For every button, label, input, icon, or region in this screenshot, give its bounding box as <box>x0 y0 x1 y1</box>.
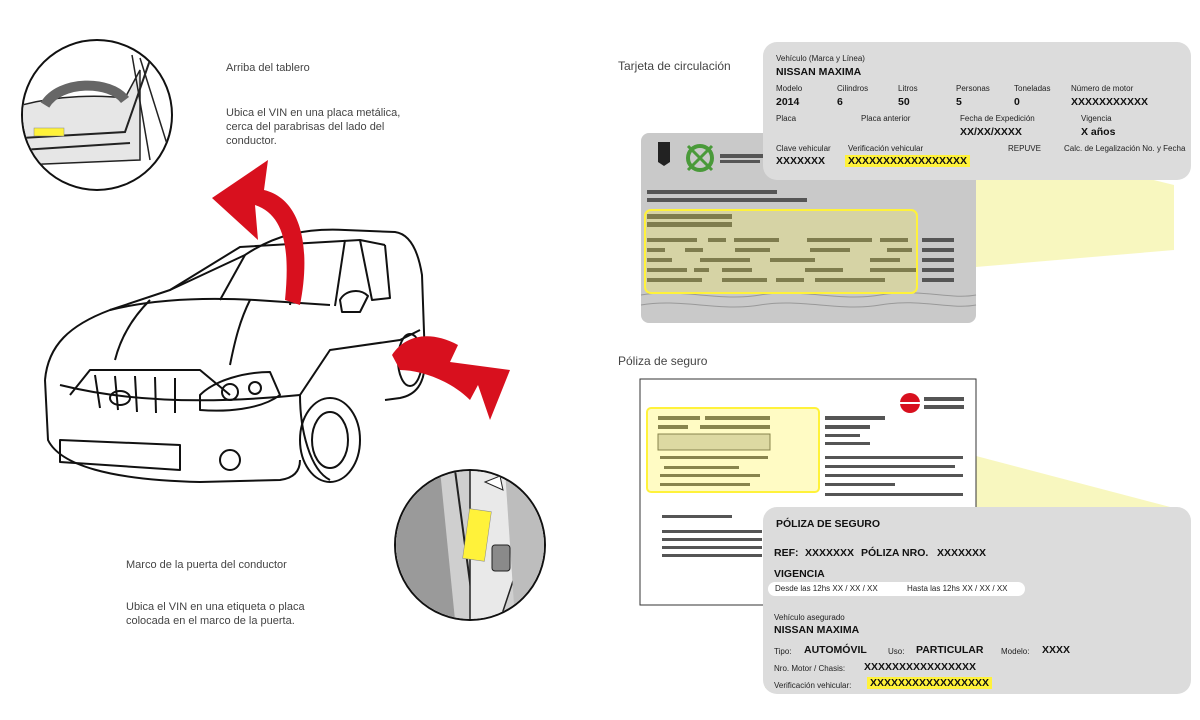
dashboard-title: Arriba del tablero <box>226 62 310 74</box>
shield-icon <box>658 142 670 166</box>
door-detail-circle <box>394 469 546 621</box>
insurance-title: PÓLIZA DE SEGURO <box>776 518 881 530</box>
seal-icon <box>686 144 714 172</box>
vin-plate-dashboard <box>33 127 65 137</box>
registration-card: Vehículo (Marca y Línea) NISSAN MAXIMA M… <box>763 42 1191 180</box>
insurance-card: PÓLIZA DE SEGURO REF: XXXXXXX PÓLIZA NRO… <box>763 507 1191 694</box>
registration-verification-value: XXXXXXXXXXXXXXXXX <box>845 155 971 167</box>
registration-document <box>640 95 1174 323</box>
car-illustration <box>21 39 546 621</box>
door-title: Marco de la puerta del conductor <box>126 559 287 571</box>
dashboard-description: Ubica el VIN en una placa metálica, cerc… <box>226 107 401 147</box>
door-description: Ubica el VIN en una etiqueta o placa col… <box>126 601 305 627</box>
arrow-down-icon <box>392 336 510 420</box>
dashboard-detail-circle <box>21 39 173 191</box>
arrow-up-icon <box>212 160 305 305</box>
insurance-section-title: Póliza de seguro <box>618 354 708 368</box>
insurance-verification-value: XXXXXXXXXXXXXXXXX <box>867 677 993 689</box>
validity-pill: Desde las 12hs XX / XX / XX Hasta las 12… <box>768 582 1025 596</box>
car-body <box>44 228 426 483</box>
vin-label-door <box>462 508 492 562</box>
registration-section-title: Tarjeta de circulación <box>618 59 731 73</box>
